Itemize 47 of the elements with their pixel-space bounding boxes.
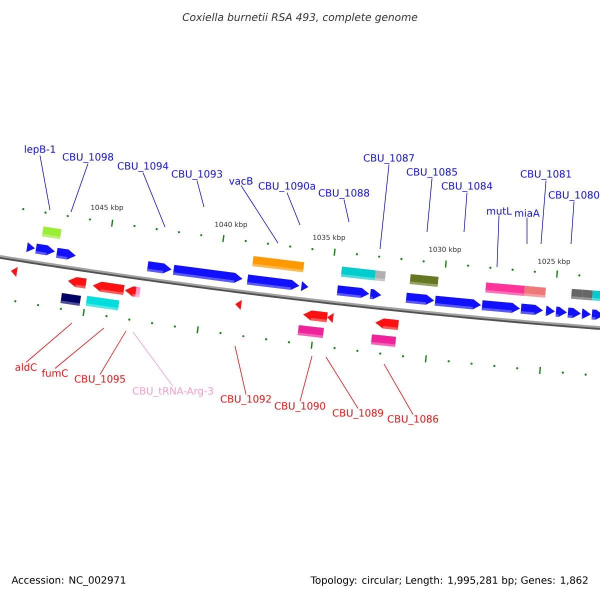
gene-label: CBU_1094 xyxy=(118,162,168,172)
gene-label: CBU_1087 xyxy=(364,154,414,164)
accession-text: Accession: NC_002971 xyxy=(12,576,126,586)
gene-label: lepB-1 xyxy=(24,145,56,155)
leader-line xyxy=(132,332,174,387)
leader-line xyxy=(464,192,468,232)
leader-line xyxy=(40,155,50,210)
gene-label: CBU_1085 xyxy=(406,168,457,178)
leader-line xyxy=(240,185,278,244)
leader-line xyxy=(300,356,312,402)
gene-label: CBU_1081 xyxy=(520,170,571,180)
genome-info-text: Topology: circular; Length: 1,995,281 bp; Genes: 1,862 xyxy=(310,576,588,586)
leader-line xyxy=(234,346,246,395)
leader-line xyxy=(286,192,300,226)
gene-label: CBU_1098 xyxy=(62,153,114,163)
gene-label: CBU_1092 xyxy=(220,395,271,405)
leader-line xyxy=(384,364,414,415)
leader-line xyxy=(380,164,390,250)
gene-label: CBU_1086 xyxy=(388,415,438,425)
leader-line xyxy=(100,330,126,375)
gene-label: CBU_1090 xyxy=(274,402,326,412)
leader-line xyxy=(326,356,358,409)
leader-line xyxy=(196,180,204,208)
leader-line xyxy=(344,199,350,222)
gene-label: CBU_tRNA-Arg-3 xyxy=(132,387,214,397)
gene-label: mutL xyxy=(487,207,512,215)
gene-label: CBU_1088 xyxy=(318,189,370,199)
leader-line xyxy=(426,178,432,232)
gene-label: CBU_1093 xyxy=(172,170,222,180)
gene-label: fumC xyxy=(42,369,68,377)
gene-label: CBU_1095 xyxy=(74,375,125,385)
leader-line xyxy=(54,328,104,369)
leader-line xyxy=(496,215,500,268)
leader-line xyxy=(570,201,574,244)
leader-line xyxy=(142,172,166,228)
map-title: Coxiella burnetii RSA 493, complete genome xyxy=(182,12,418,24)
gene-label: aldC xyxy=(15,363,37,371)
gene-label: CBU_1090a xyxy=(258,182,315,192)
gene-label: vacB xyxy=(229,177,253,185)
leader-line xyxy=(540,180,546,244)
gene-label: miaA xyxy=(515,209,540,217)
leader-line xyxy=(526,217,528,244)
gene-label: CBU_1084 xyxy=(442,182,492,192)
leader-line xyxy=(26,322,72,363)
gene-label: CBU_1080 xyxy=(548,191,600,201)
leader-line xyxy=(70,163,88,212)
gene-label: CBU_1089 xyxy=(332,409,384,419)
